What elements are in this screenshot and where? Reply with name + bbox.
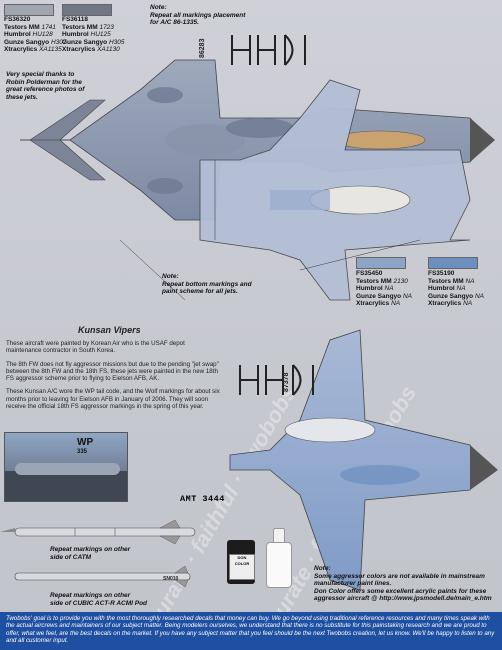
photo-tail-code: WP <box>77 437 94 448</box>
xtra-line: Xtracrylics NA <box>428 300 484 308</box>
wolf-marking-bottom <box>239 364 314 396</box>
xtra-label: Xtracrylics <box>428 300 462 308</box>
footer-banner: Twobobs' goal is to provide you with the… <box>0 612 502 650</box>
paint-swatch-fs36320 <box>4 4 54 16</box>
acmi-pod <box>14 565 191 588</box>
catm-note: Repeat markings on other side of CATM <box>50 546 131 561</box>
gunze-value: NA <box>402 292 412 300</box>
humbrol-label: Humbrol <box>356 285 383 293</box>
section-title: Kunsan Vipers <box>78 325 141 335</box>
testors-label: Testors MM <box>428 277 464 285</box>
humbrol-label: Humbrol <box>4 31 31 39</box>
testors-line: Testors MM 1723 <box>62 24 125 32</box>
testors-value: 2130 <box>393 277 408 285</box>
gunze-line: Gunze Sangyo NA <box>356 293 412 301</box>
humbrol-value: NA <box>384 285 394 293</box>
xtra-value: NA <box>391 300 401 308</box>
photo-tail-number: 335 <box>77 449 88 455</box>
xtra-label: Xtracrylics <box>62 46 96 54</box>
humbrol-value: HU128 <box>32 31 53 39</box>
aggressor-note: Note: Some aggressor colors are not avai… <box>314 565 492 602</box>
reference-photo: WP 335 <box>4 432 128 502</box>
xtra-label: Xtracrylics <box>4 46 38 54</box>
paint-info-fs36118: FS36118 Testors MM 1723 Humbrol HU125 Gu… <box>62 16 125 54</box>
testors-line: Testors MM NA <box>428 278 484 286</box>
paint-swatch-fs36118 <box>62 4 112 16</box>
paint-info-fs35450: FS35450 Testors MM 2130 Humbrol NA Gunze… <box>356 270 412 308</box>
humbrol-line: Humbrol NA <box>428 285 484 293</box>
xtra-value: NA <box>463 300 473 308</box>
testors-line: Testors MM 1741 <box>4 24 67 32</box>
catm-missile <box>0 519 196 545</box>
paint-code: FS35450 <box>356 270 383 277</box>
testors-label: Testors MM <box>62 23 98 31</box>
thanks-note: Very special thanks to Robin Polderman f… <box>6 71 85 101</box>
testors-label: Testors MM <box>4 23 40 31</box>
underside-top-aircraft <box>199 79 471 301</box>
paint-bottle-jar: DON COLOR <box>227 540 255 584</box>
humbrol-value: NA <box>456 285 466 293</box>
gunze-line: Gunze Sangyo NA <box>428 293 484 301</box>
acmi-note: Repeat markings on other side of CUBIC A… <box>50 592 148 607</box>
testors-value: 1723 <box>99 23 114 31</box>
humbrol-value: HU125 <box>90 31 111 39</box>
xtra-line: Xtracrylics NA <box>356 300 412 308</box>
testors-value: 1741 <box>41 23 56 31</box>
gunze-label: Gunze Sangyo <box>356 292 402 300</box>
gunze-label: Gunze Sangyo <box>4 38 50 46</box>
history-text: These aircraft were painted by Korean Ai… <box>6 340 221 416</box>
underside-bottom-aircraft <box>229 329 498 591</box>
humbrol-line: Humbrol NA <box>356 285 412 293</box>
history-paragraph-1: These aircraft were painted by Korean Ai… <box>6 340 185 355</box>
humbrol-line: Humbrol HU128 <box>4 31 67 39</box>
paint-code: FS36118 <box>62 16 89 23</box>
paint-info-fs36320: FS36320 Testors MM 1741 Humbrol HU128 Gu… <box>4 16 67 54</box>
gunze-label: Gunze Sangyo <box>62 38 108 46</box>
callout-lines <box>119 160 421 301</box>
wolf-marking-top <box>231 34 306 66</box>
top-note: Note: Repeat all markings placement for … <box>150 4 246 26</box>
xtra-line: Xtracrylics XA1130 <box>62 46 125 54</box>
xtra-line: Xtracrylics XA1135 <box>4 46 67 54</box>
serial-bottom: 87378 <box>283 372 290 392</box>
humbrol-line: Humbrol HU125 <box>62 31 125 39</box>
testors-value: NA <box>465 277 475 285</box>
gunze-value: H307 <box>50 38 67 46</box>
paint-code: FS36320 <box>4 16 31 23</box>
gunze-line: Gunze Sangyo H305 <box>62 39 125 47</box>
testors-line: Testors MM 2130 <box>356 278 412 286</box>
xtra-label: Xtracrylics <box>356 300 390 308</box>
gunze-label: Gunze Sangyo <box>428 292 474 300</box>
xtra-value: XA1135 <box>39 46 62 54</box>
pod-label: SN010 <box>163 576 179 582</box>
humbrol-label: Humbrol <box>62 31 89 39</box>
paint-info-fs35190: FS35190 Testors MM NA Humbrol NA Gunze S… <box>428 270 484 308</box>
testors-label: Testors MM <box>356 277 392 285</box>
gunze-value: H305 <box>108 38 125 46</box>
paint-bottle-dropper <box>266 528 292 588</box>
humbrol-label: Humbrol <box>428 285 455 293</box>
paint-bottle-label: DON COLOR <box>229 554 255 580</box>
serial-top: 86283 <box>199 38 206 58</box>
history-paragraph-2: The 8th FW does not fly aggressor missio… <box>6 360 219 383</box>
paint-code: FS35190 <box>428 270 455 277</box>
gunze-line: Gunze Sangyo H307 <box>4 39 67 47</box>
stencil-text: AMT 3444 <box>180 494 225 504</box>
top-view-aircraft <box>20 59 495 221</box>
paint-swatch-fs35190 <box>428 257 478 269</box>
bottom-note: Note: Repeat bottom markings and paint s… <box>162 273 252 295</box>
history-paragraph-3: These Kunsan A/C wore the WP tail code, … <box>6 388 220 411</box>
xtra-value: XA1130 <box>97 46 120 54</box>
paint-swatch-fs35450 <box>356 257 406 269</box>
gunze-value: NA <box>474 292 484 300</box>
